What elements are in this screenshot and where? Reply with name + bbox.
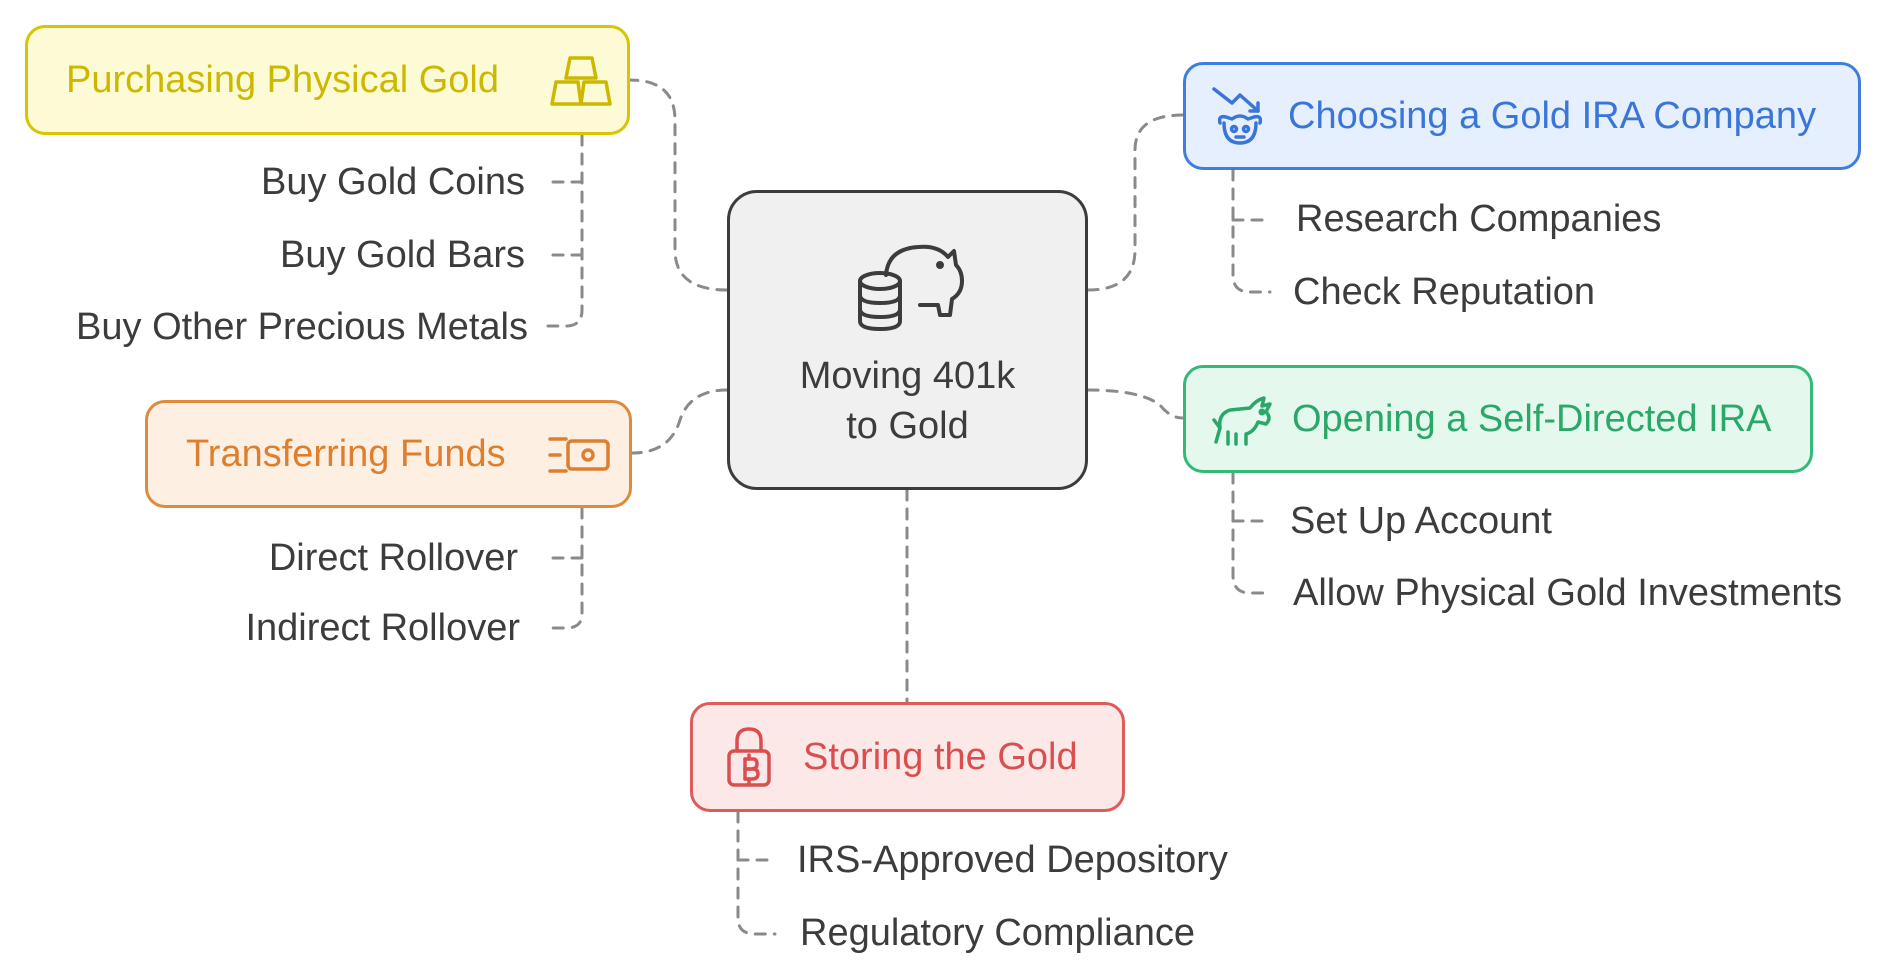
branch-choosing-label: Choosing a Gold IRA Company	[1288, 94, 1817, 137]
center-label-line2: to Gold	[846, 405, 969, 447]
connector-center-transferring	[630, 388, 729, 455]
purchasing-item-3: Buy Other Precious Metals	[76, 306, 528, 348]
bull-icon	[1212, 396, 1272, 446]
choosing-item-1: Research Companies	[1296, 198, 1662, 240]
purchasing-item-1: Buy Gold Coins	[260, 161, 525, 203]
gold-bars-icon	[550, 56, 612, 106]
connector-transferring-items	[546, 506, 584, 630]
branch-purchasing-physical-gold: Purchasing Physical Gold	[25, 25, 630, 135]
center-label: Moving 401k to Gold	[730, 351, 1085, 451]
opening-item-2: Allow Physical Gold Investments	[1293, 572, 1843, 614]
storing-item-2: Regulatory Compliance	[800, 912, 1195, 954]
branch-storing-label: Storing the Gold	[803, 735, 1078, 778]
connector-purchasing-items	[546, 133, 584, 328]
bitcoin-lock-icon	[727, 727, 771, 787]
connector-center-opening	[1086, 388, 1185, 420]
connector-center-purchasing	[628, 78, 729, 292]
center-label-line1: Moving 401k	[799, 355, 1016, 397]
storing-item-1: IRS-Approved Depository	[797, 839, 1228, 881]
transferring-item-1: Direct Rollover	[268, 537, 518, 579]
bull-bear-icon	[1212, 87, 1263, 145]
branch-opening-self-directed-ira: Opening a Self-Directed IRA	[1183, 365, 1813, 473]
purchasing-item-2: Buy Gold Bars	[280, 234, 525, 276]
choosing-item-2: Check Reputation	[1293, 271, 1596, 313]
connector-storing-items	[736, 810, 777, 936]
connector-center-choosing	[1086, 113, 1185, 292]
branch-transferring-label: Transferring Funds	[186, 432, 506, 475]
connector-opening-items	[1231, 471, 1272, 595]
branch-storing-the-gold: Storing the Gold	[690, 702, 1125, 812]
branch-purchasing-label: Purchasing Physical Gold	[66, 58, 499, 101]
connector-choosing-items	[1231, 168, 1272, 294]
branch-opening-label: Opening a Self-Directed IRA	[1292, 397, 1772, 440]
branch-choosing-gold-ira-company: Choosing a Gold IRA Company	[1183, 62, 1861, 170]
opening-item-1: Set Up Account	[1290, 500, 1552, 542]
piggy-bank-coins-icon	[858, 244, 964, 331]
center-node: Moving 401k to Gold	[727, 190, 1088, 490]
cash-transfer-icon	[548, 437, 610, 473]
transferring-item-2: Indirect Rollover	[245, 607, 520, 649]
branch-transferring-funds: Transferring Funds	[145, 400, 632, 508]
